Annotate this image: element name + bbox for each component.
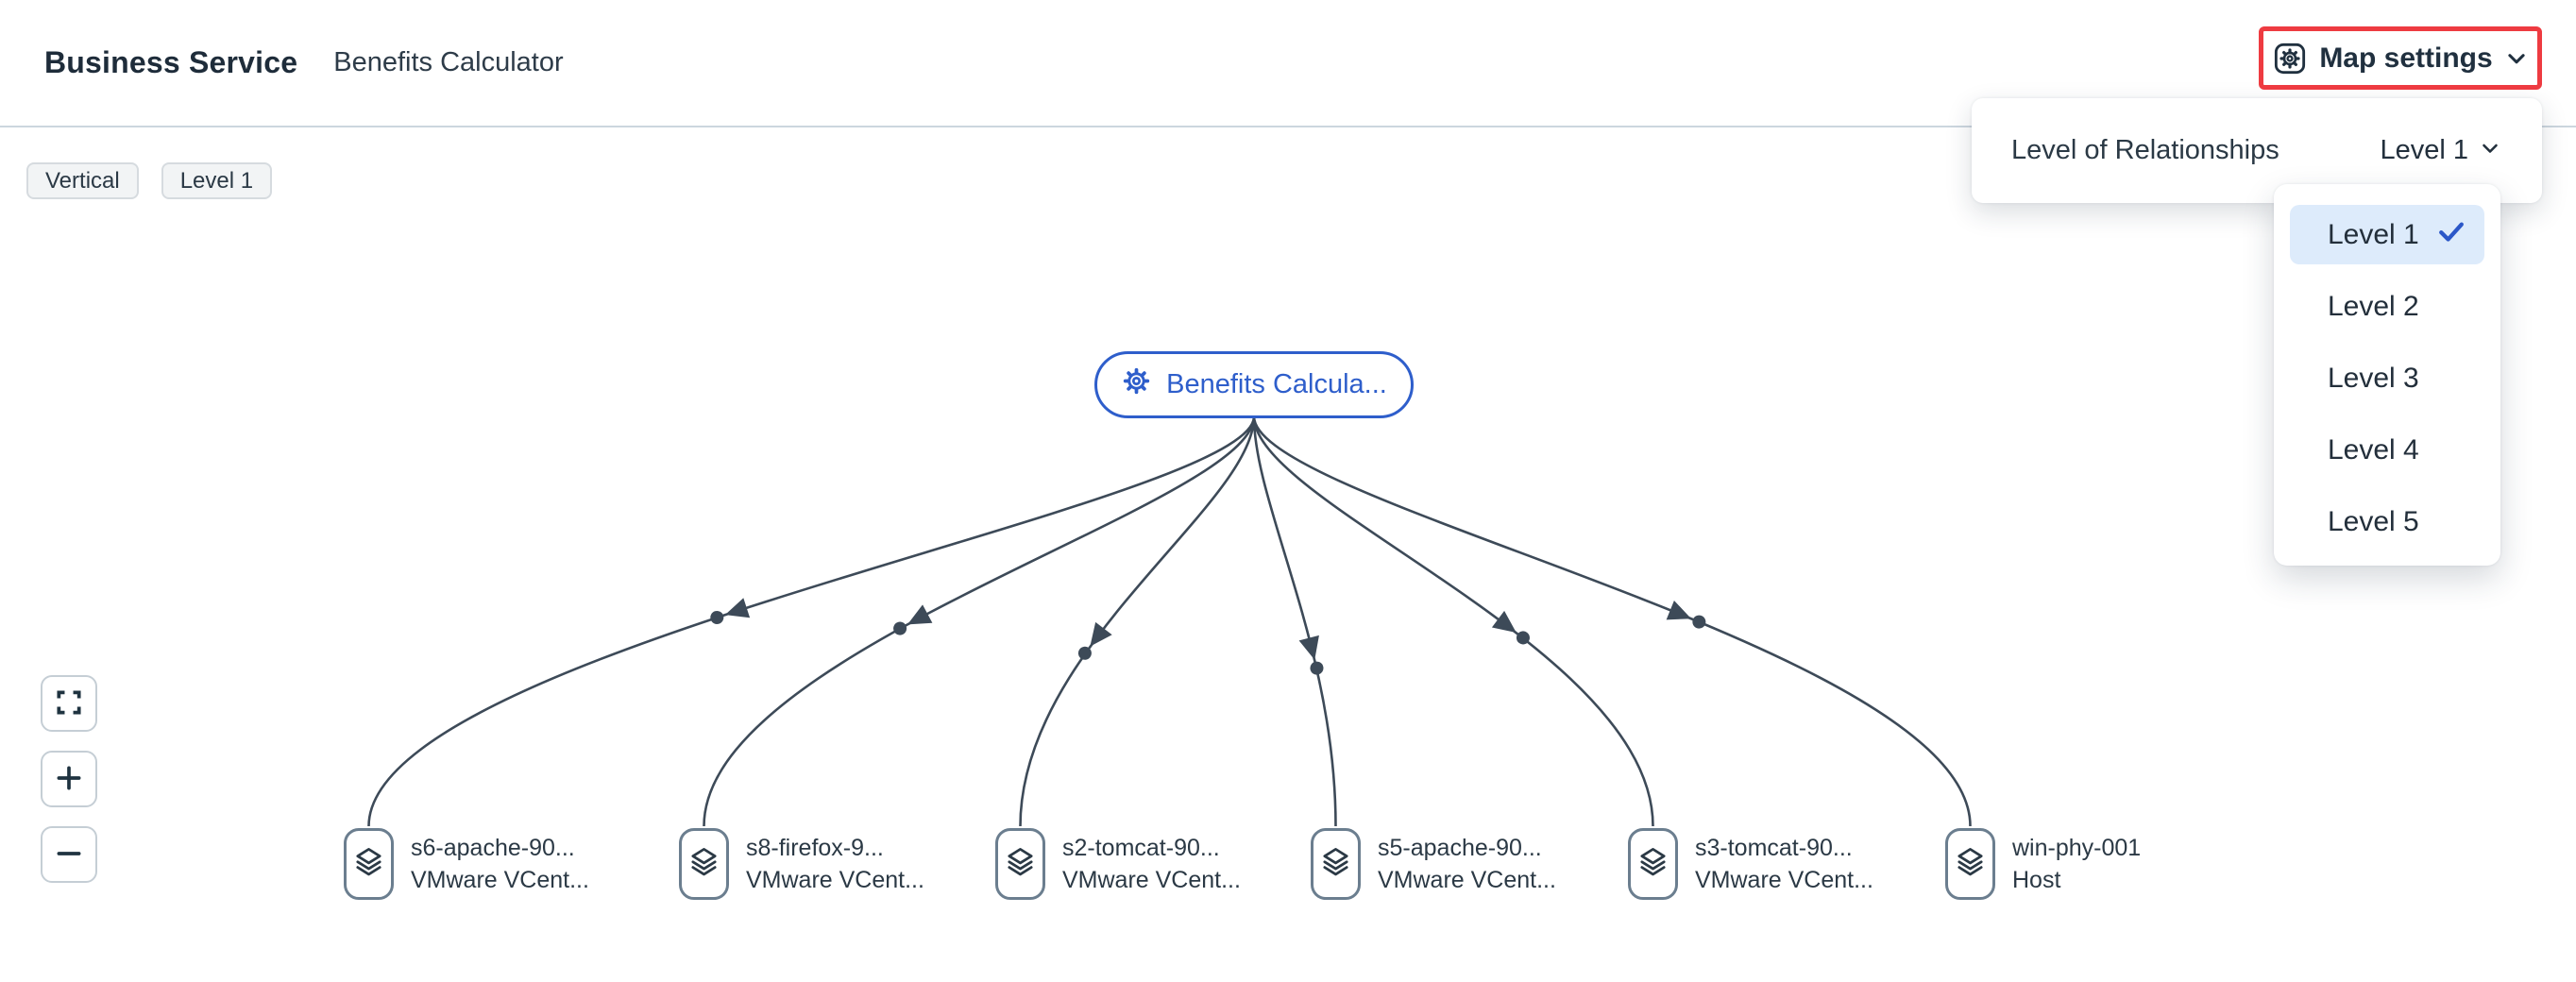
node-type: VMware VCent...: [1695, 867, 1873, 893]
zoom-out-button[interactable]: [41, 826, 97, 883]
edge-direction-marker: [1666, 601, 1706, 629]
annotation-highlight: Map settings: [2259, 26, 2542, 90]
map-zoom-controls: [41, 675, 97, 883]
layers-icon: [352, 845, 385, 883]
dependency-edge: [1252, 415, 1337, 827]
level-of-relationships-label: Level of Relationships: [2011, 135, 2279, 165]
node-label: s3-tomcat-90... VMware VCent...: [1695, 828, 1873, 900]
node-name: s2-tomcat-90...: [1062, 835, 1220, 861]
node-box[interactable]: [1945, 828, 1995, 900]
node-label: s8-firefox-9... VMware VCent...: [746, 828, 924, 900]
node-type: VMware VCent...: [1378, 867, 1556, 893]
node-box[interactable]: [344, 828, 394, 900]
node-type: VMware VCent...: [1062, 867, 1241, 893]
node-name: s6-apache-90...: [411, 835, 575, 861]
map-node[interactable]: s3-tomcat-90... VMware VCent...: [1628, 828, 1873, 900]
dependency-edges: [367, 415, 1972, 827]
layers-icon: [1636, 845, 1669, 883]
level-menu-item[interactable]: Level 2: [2290, 277, 2484, 336]
node-label: win-phy-001 Host: [2012, 828, 2141, 900]
level-menu-item-label: Level 5: [2328, 505, 2419, 537]
plus-icon: [53, 762, 85, 797]
root-node-label: Benefits Calcula...: [1166, 369, 1387, 399]
map-node[interactable]: win-phy-001 Host: [1945, 828, 2141, 900]
level-menu-item[interactable]: Level 3: [2290, 348, 2484, 408]
level-menu-item[interactable]: Level 5: [2290, 492, 2484, 551]
breadcrumb: Business Service Benefits Calculator: [44, 0, 564, 126]
header: Business Service Benefits Calculator: [0, 0, 2576, 127]
fit-to-screen-button[interactable]: [41, 675, 97, 732]
map-node[interactable]: s2-tomcat-90... VMware VCent...: [995, 828, 1241, 900]
map-node[interactable]: s8-firefox-9... VMware VCent...: [679, 828, 924, 900]
node-label: s6-apache-90... VMware VCent...: [411, 828, 589, 900]
node-name: s5-apache-90...: [1378, 835, 1542, 861]
dependency-edge: [367, 415, 1256, 827]
edge-direction-marker: [1491, 610, 1530, 645]
zoom-in-button[interactable]: [41, 751, 97, 807]
level-menu-item-label: Level 3: [2328, 362, 2419, 394]
level-menu: Level 1 Level 2 Level 3 Level 4: [2274, 184, 2500, 566]
minus-icon: [53, 838, 85, 872]
level-menu-item-label: Level 2: [2328, 290, 2419, 322]
edge-direction-marker: [710, 598, 751, 624]
node-name: win-phy-001: [2012, 835, 2142, 861]
node-type: Host: [2012, 867, 2061, 893]
layers-icon: [687, 845, 720, 883]
badge-level: Level 1: [161, 162, 273, 199]
dependency-edge: [1252, 415, 1972, 827]
node-type: VMware VCent...: [411, 867, 589, 893]
level-menu-item[interactable]: Level 4: [2290, 420, 2484, 480]
map-node[interactable]: s5-apache-90... VMware VCent...: [1311, 828, 1556, 900]
map-settings-button[interactable]: Map settings: [2273, 42, 2527, 76]
badge-orientation: Vertical: [26, 162, 139, 199]
node-box[interactable]: [1628, 828, 1678, 900]
page-subtitle: Benefits Calculator: [333, 47, 564, 77]
view-badges: Vertical Level 1: [26, 162, 273, 199]
map-settings-panel: Level of Relationships Level 1: [1972, 98, 2542, 203]
layers-icon: [1954, 845, 1987, 883]
dependency-edge: [1252, 415, 1654, 827]
chevron-down-icon: [2505, 47, 2528, 70]
node-name: s3-tomcat-90...: [1695, 835, 1853, 861]
root-node-business-service[interactable]: Benefits Calcula...: [1094, 351, 1414, 418]
level-menu-item-label: Level 4: [2328, 433, 2419, 466]
node-type: VMware VCent...: [746, 867, 924, 893]
layers-icon: [1004, 845, 1037, 883]
map-settings-label: Map settings: [2319, 42, 2493, 74]
selected-level-value: Level 1: [2380, 135, 2468, 165]
page-title: Business Service: [44, 45, 298, 79]
node-box[interactable]: [995, 828, 1045, 900]
dependency-edge: [1019, 415, 1256, 827]
dependency-edge: [703, 415, 1256, 827]
node-name: s8-firefox-9...: [746, 835, 884, 861]
check-icon: [2435, 215, 2467, 255]
node-label: s5-apache-90... VMware VCent...: [1378, 828, 1556, 900]
node-box[interactable]: [1311, 828, 1361, 900]
chevron-down-icon: [2480, 135, 2500, 166]
edge-direction-marker: [893, 604, 933, 635]
level-menu-item-label: Level 1: [2328, 218, 2419, 250]
gear-icon: [1121, 365, 1152, 404]
edge-direction-marker: [1077, 621, 1112, 660]
node-label: s2-tomcat-90... VMware VCent...: [1062, 828, 1241, 900]
node-box[interactable]: [679, 828, 729, 900]
gear-icon: [2273, 42, 2307, 76]
level-of-relationships-select[interactable]: Level 1: [2380, 135, 2500, 166]
edge-direction-marker: [1298, 635, 1324, 675]
fit-to-screen-icon: [54, 687, 84, 720]
map-node[interactable]: s6-apache-90... VMware VCent...: [344, 828, 589, 900]
level-menu-item[interactable]: Level 1: [2290, 205, 2484, 264]
layers-icon: [1319, 845, 1352, 883]
